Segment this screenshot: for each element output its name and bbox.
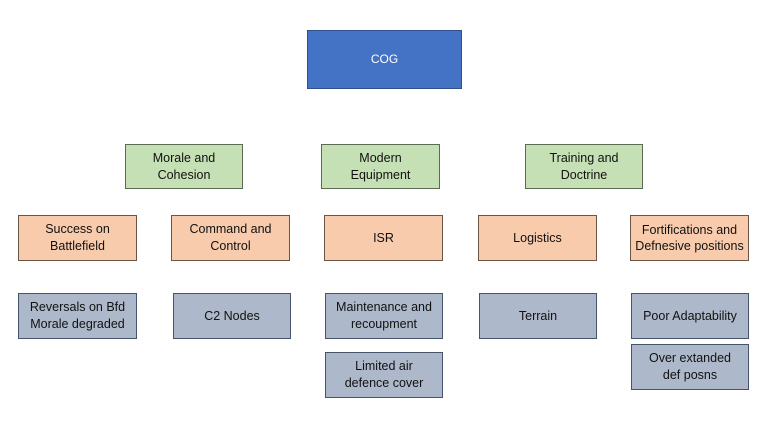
maintenance-recoupment-label: Maintenance and recoupment [336,300,432,331]
reversals-bfd-node: Reversals on Bfd Morale degraded [18,293,137,339]
terrain-node: Terrain [479,293,597,339]
fortifications-node: Fortifications and Defnesive positions [630,215,749,261]
limited-air-defence-label: Limited air defence cover [344,359,424,390]
training-doctrine-label: Training and Doctrine [549,150,619,182]
cog-label: COG [370,52,399,67]
fortifications-label: Fortifications and Defnesive positions [635,222,744,253]
training-doctrine-node: Training and Doctrine [525,144,643,189]
over-extended-def-node: Over extanded def posns [631,344,749,390]
logistics-label: Logistics [513,230,562,245]
c2-nodes-node: C2 Nodes [173,293,291,339]
cog-node: COG [307,30,462,89]
morale-cohesion-node: Morale and Cohesion [125,144,243,189]
logistics-node: Logistics [478,215,597,261]
maintenance-recoupment-node: Maintenance and recoupment [325,293,443,339]
command-control-label: Command and Control [189,222,272,253]
reversals-bfd-label: Reversals on Bfd Morale degraded [29,300,126,331]
success-battlefield-node: Success on Battlefield [18,215,137,261]
modern-equipment-label: Modern Equipment [350,150,411,182]
over-extended-def-label: Over extanded def posns [649,351,731,382]
isr-label: ISR [373,230,394,245]
morale-cohesion-label: Morale and Cohesion [152,150,216,182]
success-battlefield-label: Success on Battlefield [45,222,110,253]
poor-adaptability-label: Poor Adaptability [643,308,737,323]
terrain-label: Terrain [518,308,558,323]
c2-nodes-label: C2 Nodes [204,308,260,323]
isr-node: ISR [324,215,443,261]
command-control-node: Command and Control [171,215,290,261]
poor-adaptability-node: Poor Adaptability [631,293,749,339]
limited-air-defence-node: Limited air defence cover [325,352,443,398]
modern-equipment-node: Modern Equipment [321,144,440,189]
